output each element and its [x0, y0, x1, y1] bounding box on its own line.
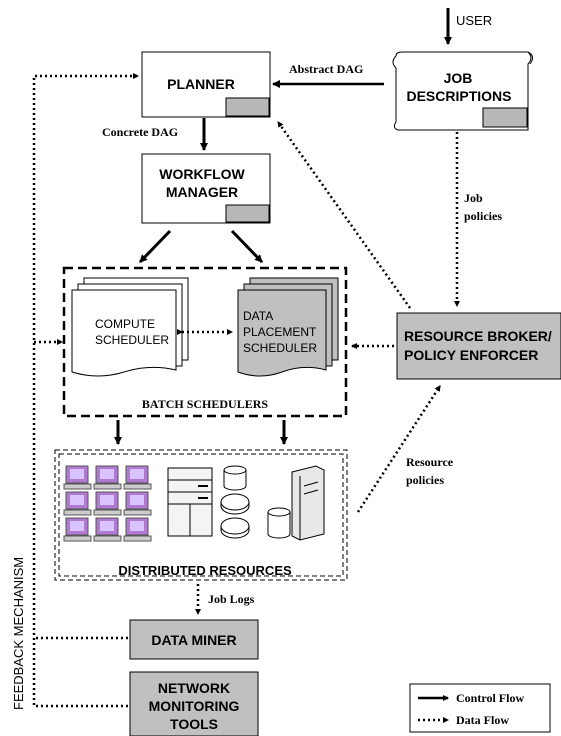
resource-policies-line1: Resource [406, 455, 454, 469]
workstation-icon [63, 465, 92, 490]
data-miner-label: DATA MINER [151, 632, 236, 648]
workflow-manager-line1: WORKFLOW [159, 166, 245, 182]
data-placement-line3: SCHEDULER [243, 341, 317, 355]
abstract-dag-label: Abstract DAG [289, 62, 363, 76]
resource-broker-box: RESOURCE BROKER/ POLICY ENFORCER [396, 312, 561, 380]
planner-label: PLANNER [167, 76, 235, 92]
resource-policies-arrow [356, 385, 442, 513]
tower-server-icon [291, 465, 325, 541]
resource-broker-line2: POLICY ENFORCER [404, 347, 538, 363]
data-placement-scheduler-stack: DATA PLACEMENT SCHEDULER [237, 277, 339, 377]
network-monitoring-box: NETWORK MONITORING TOOLS [129, 671, 259, 736]
wm-to-compute-arrow [138, 229, 172, 264]
legend-data-flow-label: Data Flow [456, 713, 509, 727]
job-descriptions-tab [482, 107, 528, 128]
workstation-icon [93, 517, 122, 542]
job-logs-label: Job Logs [208, 592, 255, 606]
concrete-dag-label: Concrete DAG [102, 125, 178, 139]
storage-cylinder-icon [223, 465, 247, 491]
job-descriptions-scroll: JOB DESCRIPTIONS [392, 51, 534, 131]
job-policies-line2: policies [464, 209, 502, 223]
user-label: USER [456, 13, 492, 28]
workflow-manager-box: WORKFLOW MANAGER [141, 153, 271, 224]
feedback-loop-line [32, 76, 138, 708]
feedback-mechanism-label: FEEDBACK MECHANISM [11, 557, 26, 710]
workflow-manager-line2: MANAGER [166, 184, 238, 200]
job-policies-line1: Job [464, 191, 483, 205]
workstation-icon [93, 491, 122, 516]
server-rack-icon [167, 467, 213, 537]
network-monitoring-line1: NETWORK [158, 680, 230, 696]
network-monitoring-line2: MONITORING [149, 698, 240, 714]
workstation-icon [63, 491, 92, 516]
broker-to-planner-arrow [276, 121, 412, 309]
batch-schedulers-container [62, 266, 348, 418]
disk-icon [220, 493, 250, 515]
job-descriptions-line2: DESCRIPTIONS [406, 88, 511, 104]
workstation-icon [123, 491, 152, 516]
planner-tab [225, 97, 270, 117]
data-placement-line2: PLACEMENT [243, 325, 317, 339]
batch-schedulers-label: BATCH SCHEDULERS [142, 397, 268, 411]
network-monitoring-line3: TOOLS [170, 716, 218, 732]
job-descriptions-line1: JOB [444, 70, 473, 86]
workstation-icon [93, 465, 122, 490]
disk-icon [220, 517, 250, 539]
storage-cylinder-icon [267, 507, 291, 539]
compute-scheduler-stack: COMPUTE SCHEDULER [71, 277, 189, 377]
wm-to-data-placement-arrow [230, 229, 264, 264]
legend: Control Flow Data Flow [409, 683, 551, 733]
workflow-manager-tab [225, 204, 270, 223]
distributed-resources-label: DISTRIBUTED RESOURCES [118, 563, 292, 578]
planner-box: PLANNER [141, 51, 271, 118]
distributed-resources-inner [58, 453, 344, 577]
workstation-icon [123, 465, 152, 490]
distributed-resources-container [54, 449, 348, 581]
data-miner-box: DATA MINER [129, 619, 259, 660]
resource-policies-line2: policies [406, 473, 444, 487]
workstation-icons [63, 465, 152, 542]
workstation-icon [63, 517, 92, 542]
legend-control-flow-label: Control Flow [456, 691, 524, 705]
compute-scheduler-line1: COMPUTE [95, 317, 155, 331]
workstation-icon [123, 517, 152, 542]
resource-broker-line1: RESOURCE BROKER/ [404, 328, 552, 344]
compute-scheduler-line2: SCHEDULER [95, 333, 169, 347]
data-placement-line1: DATA [243, 309, 273, 323]
